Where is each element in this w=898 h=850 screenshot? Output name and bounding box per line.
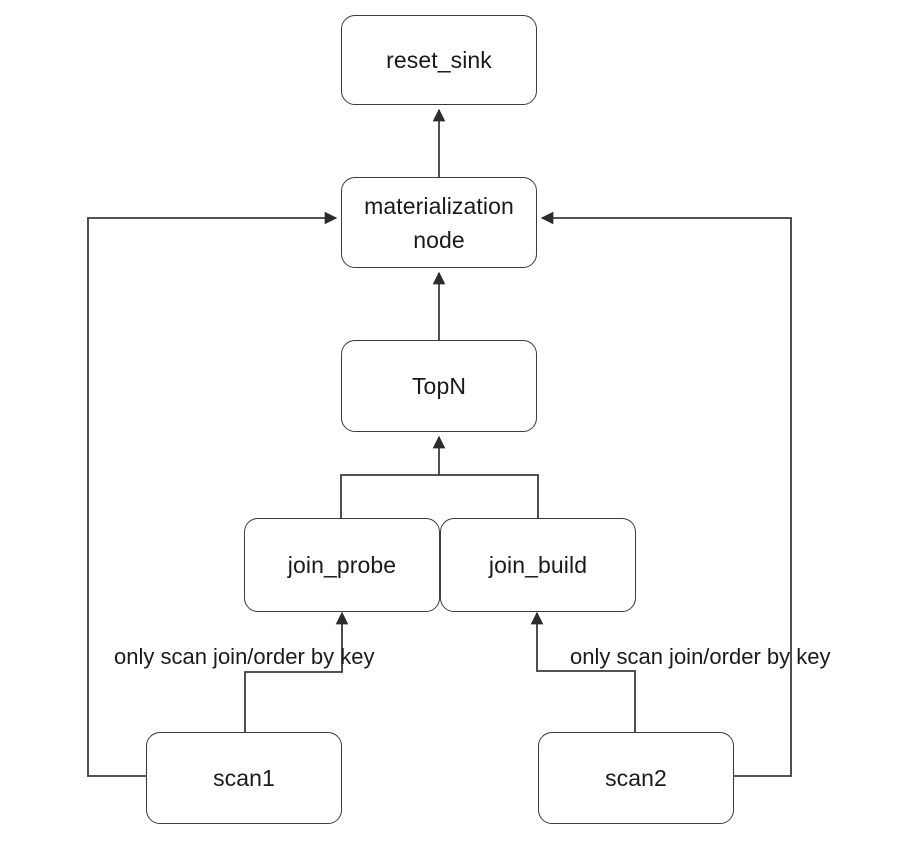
node-reset-sink-label: reset_sink: [386, 47, 492, 73]
node-scan2-label: scan2: [605, 765, 667, 791]
node-join-build[interactable]: join_build: [440, 518, 636, 612]
node-topn-label: TopN: [411, 373, 467, 399]
edge-scan2-to-materialization: [540, 211, 792, 777]
edge-scan1-to-materialization: [87, 211, 338, 777]
node-join-probe[interactable]: join_probe: [244, 518, 440, 612]
edge-label-scan2-to-join-build: only scan join/order by key: [570, 644, 831, 669]
node-materialization-node[interactable]: materialization node: [341, 177, 537, 268]
edge-scan2-to-join-build: [530, 611, 636, 732]
edge-join-merge-bracket: [340, 474, 539, 518]
node-topn[interactable]: TopN: [341, 340, 537, 432]
node-scan1[interactable]: scan1: [146, 732, 342, 824]
edge-scan1-to-join-probe: [244, 611, 349, 732]
node-scan1-label: scan1: [213, 765, 275, 791]
node-scan2[interactable]: scan2: [538, 732, 734, 824]
node-join-probe-label: join_probe: [287, 552, 397, 578]
node-materialization-node-label: materialization node: [364, 192, 514, 253]
edge-label-scan1-to-join-probe: only scan join/order by key: [114, 644, 375, 669]
node-join-build-label: join_build: [488, 552, 588, 578]
node-reset-sink[interactable]: reset_sink: [341, 15, 537, 105]
